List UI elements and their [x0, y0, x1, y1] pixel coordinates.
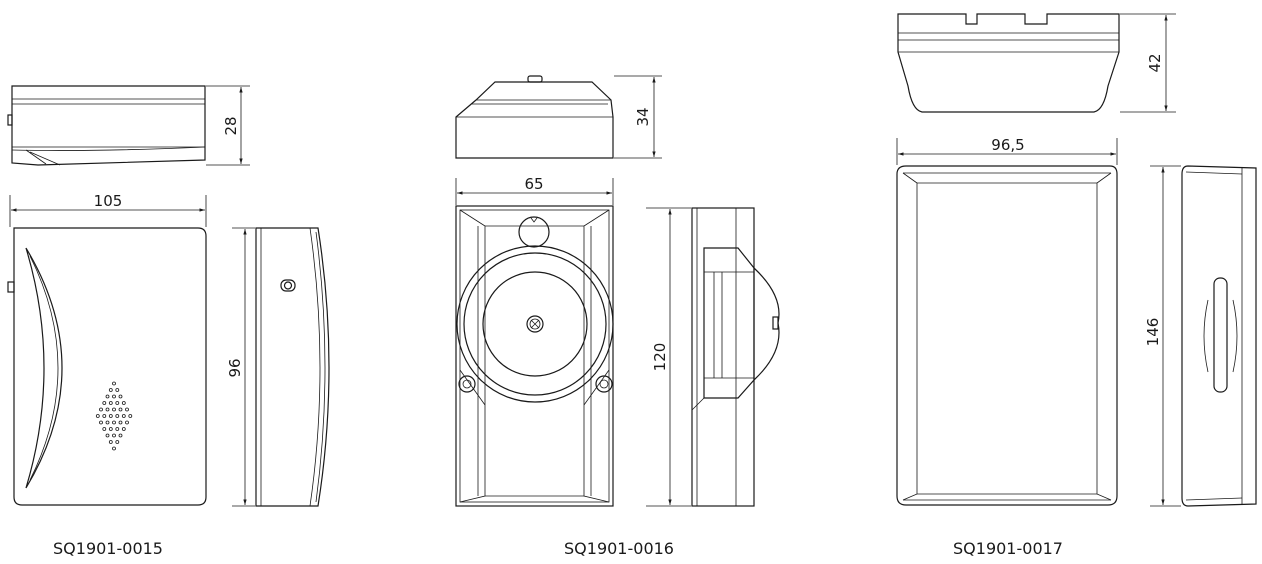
speaker-hole — [118, 407, 123, 412]
p3-side-view — [1181, 165, 1257, 507]
speaker-hole — [125, 407, 129, 412]
speaker-hole — [128, 414, 133, 418]
speaker-hole — [105, 433, 110, 438]
speaker-hole — [118, 420, 123, 425]
p3-front-view — [896, 165, 1118, 506]
p1-side-view — [255, 227, 330, 507]
p2-top-view — [455, 75, 614, 159]
speaker-hole — [105, 407, 110, 412]
p2-height-label: 120 — [651, 343, 669, 372]
p2-height-dimension: 120 — [646, 207, 691, 507]
speaker-hole — [105, 394, 110, 399]
p1-front-view — [7, 227, 207, 506]
p3-depth-label: 42 — [1146, 53, 1164, 72]
p3-height-dimension: 146 — [1144, 165, 1181, 507]
speaker-hole — [105, 420, 110, 425]
p1-height-dimension: 96 — [226, 227, 255, 507]
p1-caption: SQ1901-0015 — [53, 539, 163, 558]
p1-depth-dimension: 28 — [206, 85, 250, 166]
speaker-hole — [125, 420, 129, 425]
speaker-hole — [112, 446, 116, 451]
speaker-hole — [102, 401, 107, 405]
speaker-hole — [108, 401, 113, 405]
p1-width-dimension: 105 — [9, 192, 207, 227]
speaker-hole — [121, 414, 126, 418]
speaker-hole — [112, 394, 116, 399]
p2-depth-dimension: 34 — [614, 75, 662, 159]
speaker-hole — [121, 401, 126, 405]
p1-top-view — [7, 85, 206, 166]
p1-width-label: 105 — [94, 192, 123, 210]
p2-side-view — [691, 207, 780, 507]
speaker-hole — [112, 407, 116, 412]
p1-depth-label: 28 — [222, 116, 240, 135]
speaker-hole — [112, 420, 116, 425]
speaker-hole — [108, 388, 113, 392]
p2-depth-label: 34 — [634, 107, 652, 126]
speaker-hole — [115, 427, 120, 431]
p2-front-view — [455, 205, 614, 507]
speaker-hole — [108, 427, 113, 431]
speaker-hole — [118, 433, 123, 438]
product-sq1901-0017: 42 96,5 — [896, 13, 1257, 558]
speaker-hole — [112, 381, 116, 386]
p3-depth-dimension: 42 — [1120, 13, 1176, 113]
speaker-hole — [108, 440, 113, 444]
speaker-hole — [121, 427, 126, 431]
product-sq1901-0015: 28 105 96 — [7, 85, 330, 558]
speaker-hole — [108, 414, 113, 418]
p3-width-label: 96,5 — [991, 136, 1024, 154]
speaker-hole — [102, 427, 107, 431]
speaker-hole — [115, 440, 120, 444]
speaker-hole — [112, 433, 116, 438]
speaker-hole — [118, 394, 123, 399]
speaker-hole — [115, 388, 120, 392]
p1-speaker-grille — [95, 381, 133, 451]
speaker-hole — [102, 414, 107, 418]
p3-top-view — [897, 13, 1120, 113]
speaker-hole — [115, 414, 120, 418]
speaker-hole — [99, 420, 103, 425]
product-sq1901-0016: 34 — [455, 75, 780, 558]
speaker-hole — [95, 414, 100, 418]
p3-width-dimension: 96,5 — [896, 136, 1118, 165]
p2-width-dimension: 65 — [455, 175, 614, 205]
p2-width-label: 65 — [524, 175, 543, 193]
p3-caption: SQ1901-0017 — [953, 539, 1063, 558]
p3-height-label: 146 — [1144, 318, 1162, 347]
p2-caption: SQ1901-0016 — [564, 539, 674, 558]
speaker-hole — [115, 401, 120, 405]
speaker-hole — [99, 407, 103, 412]
p1-height-label: 96 — [226, 358, 244, 377]
